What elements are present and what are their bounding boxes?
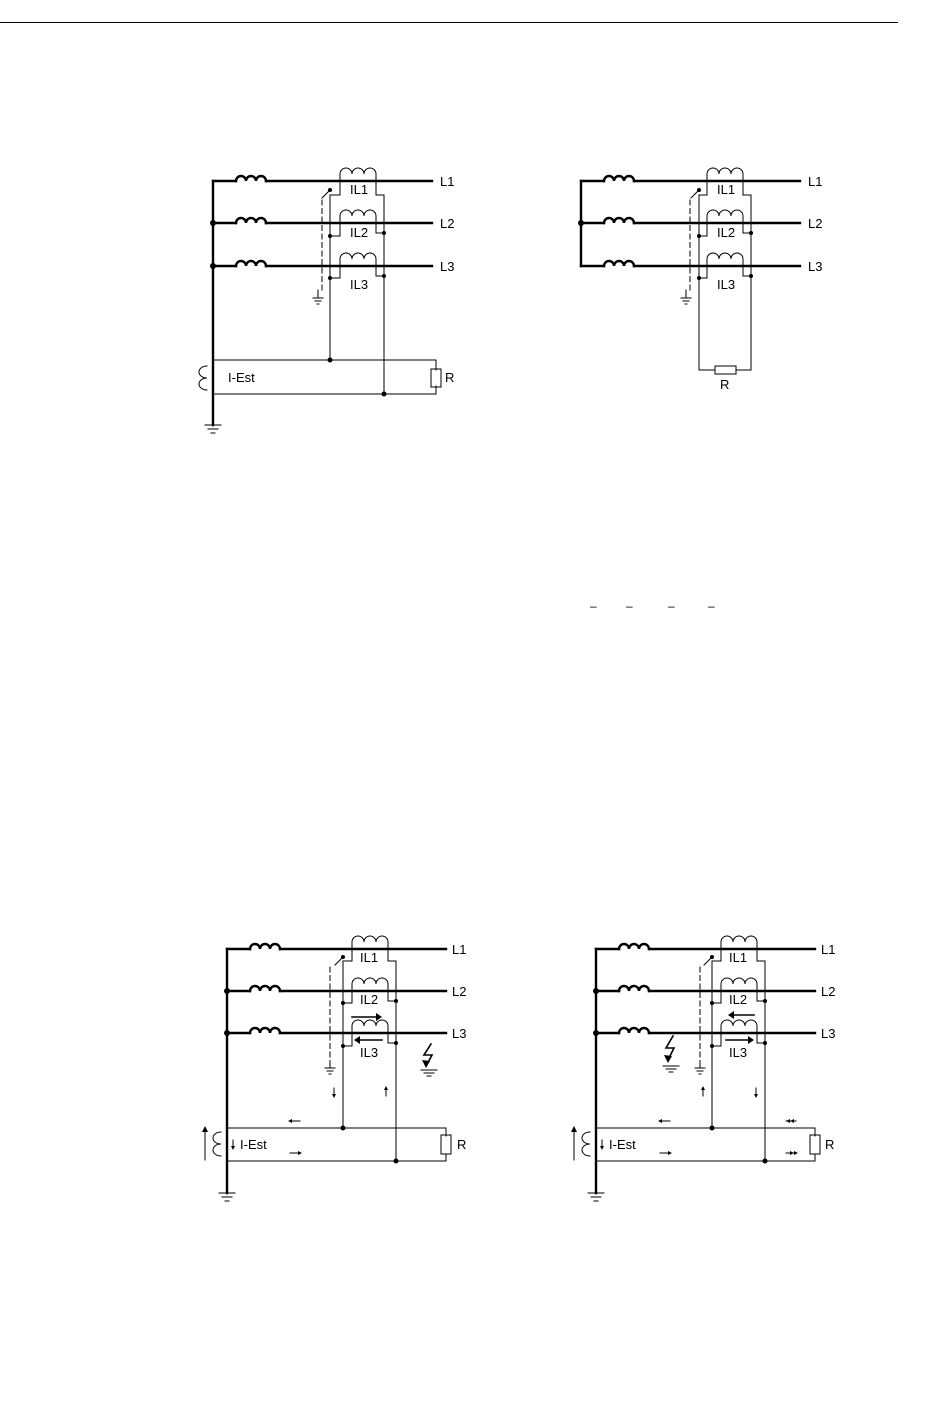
ct-label-il2: IL2	[729, 992, 747, 1007]
ct-label-il3: IL3	[729, 1045, 747, 1060]
dash-mark: –	[708, 599, 715, 613]
ct-label-il3: IL3	[350, 277, 368, 292]
phase-label-l1: L1	[821, 942, 835, 957]
ct-label-il1: IL1	[360, 950, 378, 965]
neutral-ct-label: I-Est	[240, 1137, 267, 1152]
dash-mark: –	[590, 599, 597, 613]
phase-label-l2: L2	[808, 216, 822, 231]
phase-label-l2: L2	[440, 216, 454, 231]
diagram-top-left: L1 L2 L3 IL1 IL2 IL3 I-Est R	[195, 160, 495, 445]
resistor-label: R	[445, 370, 454, 385]
phase-label-l1: L1	[452, 942, 466, 957]
ct-label-il3: IL3	[360, 1045, 378, 1060]
diagram-bottom-right: L1 L2 L3 IL1 IL2 IL3 I-Est R	[565, 928, 850, 1213]
ct-label-il2: IL2	[717, 225, 735, 240]
phase-label-l3: L3	[452, 1026, 466, 1041]
diagram-top-right: L1 L2 L3 IL1 IL2 IL3 R	[570, 160, 840, 395]
resistor-label: R	[720, 377, 729, 392]
phase-label-l3: L3	[821, 1026, 835, 1041]
dash-marks: – – – –	[588, 598, 728, 618]
neutral-ct-label: I-Est	[609, 1137, 636, 1152]
header-rule	[0, 22, 898, 23]
resistor-label: R	[825, 1137, 834, 1152]
dash-mark: –	[668, 599, 675, 613]
phase-label-l2: L2	[821, 984, 835, 999]
neutral-ct-label: I-Est	[228, 370, 255, 385]
diagram-bottom-left: L1 L2 L3 IL1 IL2 IL3 I-Est R	[195, 928, 495, 1213]
ct-label-il2: IL2	[350, 225, 368, 240]
ct-label-il1: IL1	[717, 182, 735, 197]
phase-label-l3: L3	[440, 259, 454, 274]
phase-label-l2: L2	[452, 984, 466, 999]
ct-label-il3: IL3	[717, 277, 735, 292]
phase-label-l1: L1	[440, 174, 454, 189]
ct-label-il2: IL2	[360, 992, 378, 1007]
ct-label-il1: IL1	[729, 950, 747, 965]
phase-label-l3: L3	[808, 259, 822, 274]
dash-mark: –	[626, 599, 633, 613]
phase-label-l1: L1	[808, 174, 822, 189]
ct-label-il1: IL1	[350, 182, 368, 197]
resistor-label: R	[457, 1137, 466, 1152]
